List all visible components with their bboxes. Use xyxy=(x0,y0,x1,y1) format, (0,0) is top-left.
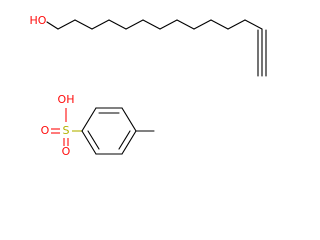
ring-bond-4 xyxy=(121,130,137,155)
bond-c7-c8 xyxy=(159,19,178,30)
bond-c5-c6 xyxy=(125,19,144,30)
bond-c12-c13 xyxy=(244,19,263,30)
structure-canvas: HO OH O O xyxy=(30,14,267,158)
bond-c4-c5 xyxy=(108,19,127,30)
bond-c1-c2 xyxy=(57,19,76,30)
bond-c3-c4 xyxy=(91,19,110,30)
bond-o-c1 xyxy=(46,21,59,30)
bond-c9-c10 xyxy=(193,19,212,30)
ring-bond-1 xyxy=(81,107,97,132)
triple-bond xyxy=(257,28,267,77)
bond-c8-c9 xyxy=(176,19,195,30)
bond-c6-c7 xyxy=(142,19,161,30)
bond-c10-c11 xyxy=(210,19,229,30)
alkynol-molecule: HO xyxy=(30,14,267,77)
tosic-acid-molecule: OH O O S xyxy=(41,93,155,158)
ring-double-bond-2 xyxy=(118,130,131,150)
bond-c2-c3 xyxy=(74,19,93,30)
hydroxyl-label: HO xyxy=(30,14,47,27)
sulfur-label: S xyxy=(63,124,70,137)
ring-bond-3 xyxy=(121,107,137,132)
ring-double-bond-3 xyxy=(87,130,100,150)
sulfonic-oh-label: OH xyxy=(58,93,75,106)
bond-c11-c12 xyxy=(227,19,246,30)
ring-bond-6 xyxy=(81,130,97,155)
oxygen-1-label: O xyxy=(41,124,50,137)
benzene-ring xyxy=(81,107,137,155)
carbon-chain xyxy=(46,19,263,30)
oxygen-2-label: O xyxy=(62,145,71,158)
